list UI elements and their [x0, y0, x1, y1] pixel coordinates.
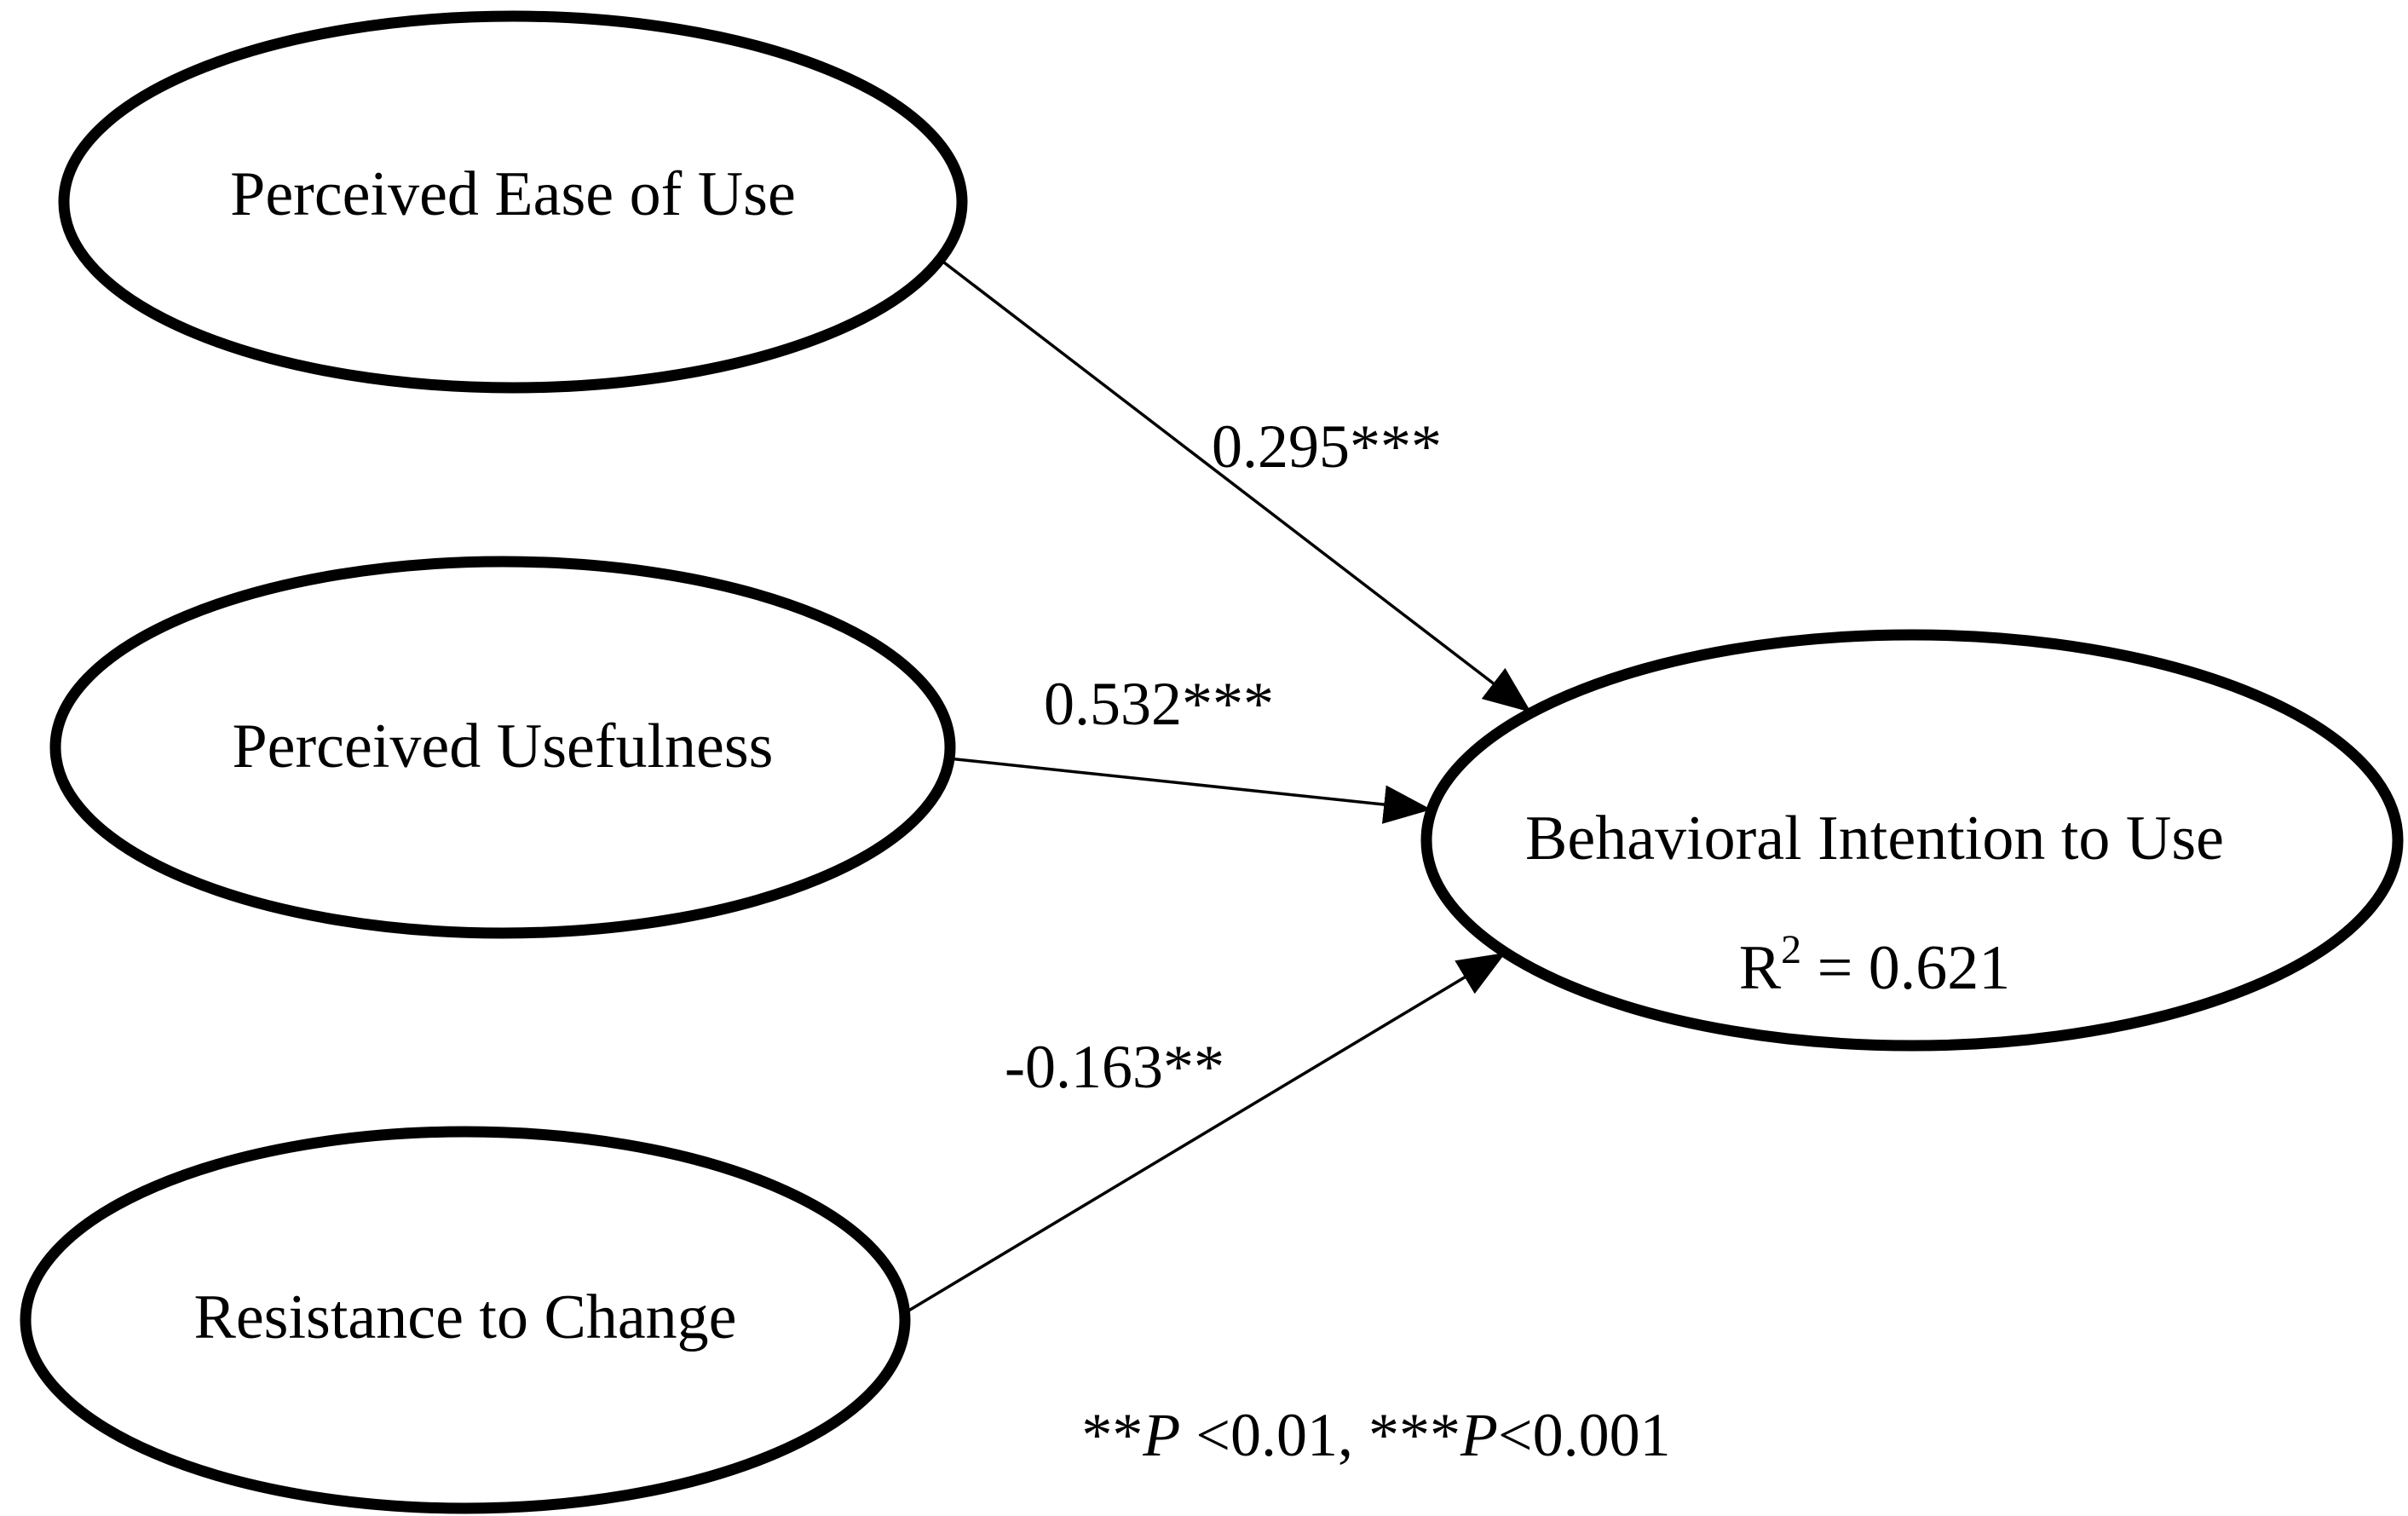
node-label-peou: Perceived Ease of Use	[230, 159, 796, 229]
path-pu-to-biu: 0.532***	[948, 670, 1432, 824]
coef-label-rc-biu: -0.163**	[1005, 1033, 1224, 1101]
node-label-pu: Perceived Usefulness	[233, 712, 774, 781]
coef-label-peou-biu: 0.295***	[1212, 412, 1442, 481]
node-biu: Behavioral Intention to Use R2 = 0.621	[1420, 629, 2404, 1052]
arrow-peou-to-biu	[939, 258, 1533, 714]
footnote-seg-first: <0.01,	[1180, 1401, 1368, 1469]
footnote-stars2: **	[1081, 1401, 1143, 1469]
node-ellipse-pu	[49, 556, 956, 939]
node-rc: Resistance to Change	[20, 1126, 911, 1514]
node-label-biu: Behavioral Intention to Use	[1525, 804, 2224, 873]
footnote-p-first: P	[1142, 1401, 1180, 1469]
footnote-seg-second: <0.001	[1498, 1401, 1671, 1469]
arrow-pu-to-biu	[948, 757, 1432, 824]
path-rc-to-biu: -0.163**	[905, 951, 1506, 1314]
node-ellipse-rc	[20, 1126, 911, 1514]
node-ellipse-biu	[1420, 629, 2404, 1052]
r2-value: = 0.621	[1801, 933, 2010, 1003]
r2-superscript: 2	[1781, 927, 1801, 972]
path-peou-to-biu: 0.295***	[939, 258, 1533, 714]
arrow-rc-to-biu	[905, 951, 1506, 1314]
coef-label-pu-biu: 0.532***	[1044, 670, 1274, 738]
significance-footnote: **P <0.01, ***P<0.001	[1081, 1401, 1670, 1469]
node-pu: Perceived Usefulness	[49, 556, 956, 939]
r2-base: R	[1739, 933, 1782, 1003]
node-label-rc: Resistance to Change	[193, 1283, 736, 1352]
footnote-p-second: P	[1460, 1401, 1498, 1469]
node-peou: Perceived Ease of Use	[58, 10, 968, 394]
footnote-stars3: ***	[1368, 1401, 1460, 1469]
node-r2-text: R2 = 0.621	[1739, 927, 2011, 1003]
node-ellipse-peou	[58, 10, 968, 394]
